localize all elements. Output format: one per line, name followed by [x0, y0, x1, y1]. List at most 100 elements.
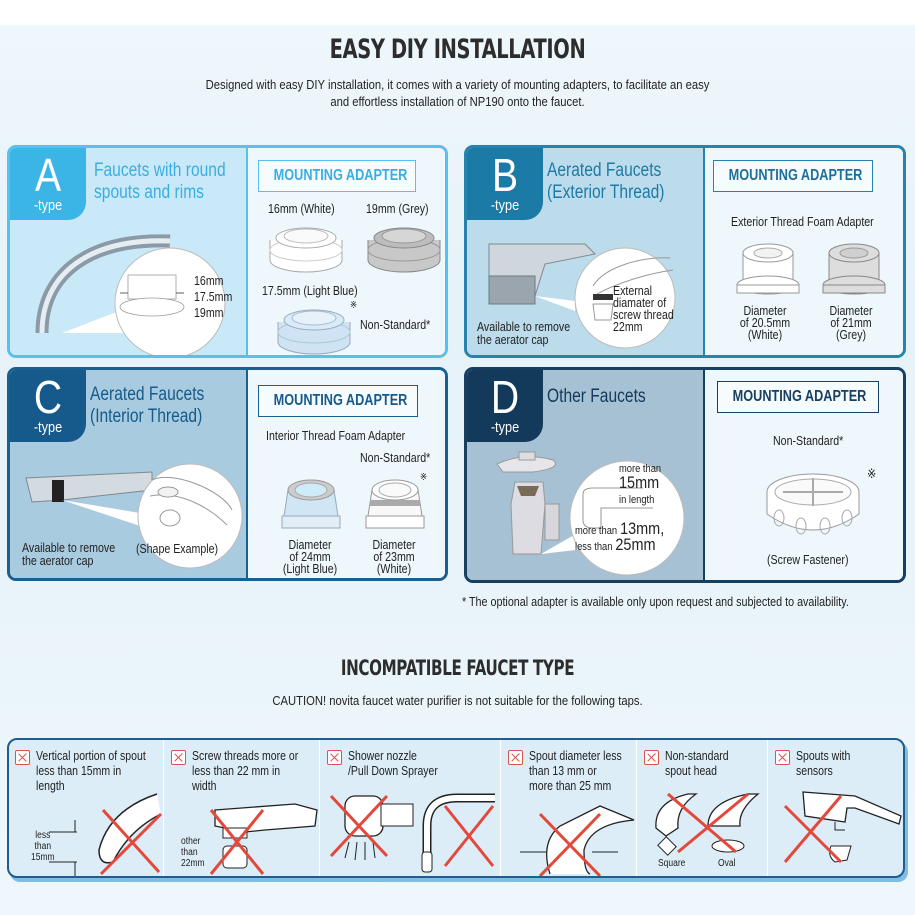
item-description: Spouts with sensors — [796, 749, 850, 779]
panel-d-faucet-area: D -type Other Faucets more than 15mm in … — [467, 370, 703, 580]
annot-line: than — [181, 847, 198, 858]
label-line: Diameter — [829, 304, 873, 318]
adapter-20-5mm-label: Diameter of 20.5mm (White) — [731, 305, 799, 342]
size-17-5mm: 17.5mm — [194, 290, 233, 304]
x-box-icon — [644, 750, 659, 765]
incompatible-item-thread-width: Screw threads more or less than 22 mm in… — [165, 740, 320, 876]
diameter-range-line-2: less than 25mm — [575, 536, 656, 554]
desc-line: than 13 mm or — [529, 764, 597, 778]
label-line: (Light Blue) — [282, 562, 338, 576]
x-box-icon — [327, 750, 342, 765]
installation-description: Designed with easy DIY installation, it … — [0, 77, 915, 111]
panel-c-adapter-area: MOUNTING ADAPTER Interior Thread Foam Ad… — [246, 370, 445, 578]
incompatible-item-shower-nozzle: Shower nozzle /Pull Down Sprayer — [321, 740, 501, 876]
diameter-prefix: less than — [575, 541, 613, 553]
incompatible-title: INCOMPATIBLE FAUCET TYPE — [340, 656, 575, 680]
interior-adapter-white-icon — [365, 479, 425, 529]
adapter-grey-ring-icon — [367, 227, 441, 273]
adapter-16mm-white-label: 16mm (White) — [268, 202, 335, 216]
x-box-icon — [775, 750, 790, 765]
panel-title: Aerated Faucets (Exterior Thread) — [547, 160, 664, 204]
panel-title: Aerated Faucets (Interior Thread) — [90, 384, 204, 428]
label-line: (White) — [747, 328, 783, 342]
exterior-thread-faucet-illustration — [488, 243, 676, 349]
diameter-value: 13mm, — [620, 519, 665, 538]
short-spout-illustration — [98, 793, 163, 876]
panel-b-faucet-area: B -type Aerated Faucets (Exterior Thread… — [467, 148, 703, 355]
desc-line: less than 15mm in — [36, 764, 122, 778]
label-line: Diameter — [288, 538, 332, 552]
installation-title: EASY DIY INSTALLATION — [329, 34, 586, 65]
label-line: (Grey) — [835, 328, 867, 342]
interior-thread-faucet-illustration — [25, 463, 243, 569]
sensor-spout-illustration — [783, 791, 902, 864]
desc-line: Vertical portion of spout — [36, 749, 146, 763]
annotation-other-than-22mm: other than 22mm — [181, 836, 205, 869]
nonstandard-note: Non-Standard* — [360, 318, 431, 332]
panel-title: Faucets with round spouts and rims — [94, 160, 226, 204]
adapter-light-blue-ring-icon — [277, 309, 351, 355]
annotation-oval: Oval — [718, 858, 736, 869]
panel-d-adapter-area: MOUNTING ADAPTER Non-Standard* ※ (Screw … — [703, 370, 903, 580]
annotation-less-than-15mm: less than 15mm — [31, 830, 55, 863]
mounting-adapter-heading: MOUNTING ADAPTER — [258, 385, 418, 417]
label-line: (White) — [376, 562, 412, 576]
adapter-white-ring-icon — [269, 227, 343, 273]
panel-c-faucet-area: C -type Aerated Faucets (Interior Thread… — [10, 370, 246, 578]
note-line: the aerator cap — [477, 333, 549, 347]
x-box-icon — [171, 750, 186, 765]
desc-line: Screw threads more or — [192, 749, 299, 763]
desc-line: Shower nozzle — [348, 749, 417, 763]
x-box-icon — [15, 750, 30, 765]
desc-line: less than 22 mm in — [192, 764, 281, 778]
label-line: of 21mm — [830, 316, 872, 330]
nonstandard-mark: ※ — [420, 472, 428, 483]
type-badge-d: D -type — [467, 370, 543, 442]
label-line: of 20.5mm — [739, 316, 791, 330]
dimension-arrows — [49, 820, 77, 876]
mounting-adapter-heading: MOUNTING ADAPTER — [258, 160, 416, 192]
nonstandard-note: Non-Standard* — [360, 451, 431, 465]
type-badge-b: B -type — [467, 148, 543, 220]
label-line: of 24mm — [289, 550, 331, 564]
title-line-1: Aerated Faucets — [547, 160, 662, 181]
round-spout-illustration — [35, 234, 226, 355]
mounting-adapter-heading: MOUNTING ADAPTER — [713, 160, 873, 192]
adapter-17-5mm-light-blue-label: 17.5mm (Light Blue) — [262, 284, 358, 298]
adapter-21mm-label: Diameter of 21mm (Grey) — [817, 304, 885, 342]
length-value: 15mm — [619, 473, 660, 492]
size-16mm: 16mm — [194, 274, 224, 288]
shape-example-label: (Shape Example) — [136, 542, 219, 556]
type-letter: D — [490, 371, 520, 423]
title-line-1: Faucets with round — [94, 160, 226, 181]
shower-nozzle-illustration — [329, 793, 495, 873]
panel-title: Other Faucets — [547, 386, 646, 408]
callout-thread-diameter: External diamater of screw thread 22mm — [613, 285, 674, 334]
type-suffix: -type — [490, 419, 520, 436]
incompatible-item-short-vertical: Vertical portion of spout less than 15mm… — [9, 740, 164, 876]
type-letter: A — [34, 149, 62, 201]
thread-width-illustration — [209, 803, 318, 875]
item-description: Shower nozzle /Pull Down Sprayer — [348, 749, 438, 779]
diameter-prefix: more than — [575, 525, 618, 537]
type-badge-c: C -type — [10, 370, 86, 442]
interior-adapter-light-blue-icon — [281, 479, 341, 529]
title-line-1: Aerated Faucets — [90, 384, 205, 405]
mounting-adapter-heading: MOUNTING ADAPTER — [717, 381, 879, 413]
screw-fastener-adapter-icon — [766, 473, 860, 535]
adapter-19mm-grey-label: 19mm (Grey) — [366, 202, 429, 216]
panel-b-type: B -type Aerated Faucets (Exterior Thread… — [464, 145, 906, 358]
x-box-icon — [508, 750, 523, 765]
callout-line: diamater of — [613, 296, 667, 310]
incompatible-item-sensor-spout: Spouts with sensors — [769, 740, 903, 876]
other-faucet-illustration — [496, 451, 685, 576]
type-suffix: -type — [33, 419, 63, 436]
nonstandard-mark: ※ — [350, 300, 358, 311]
length-prefix: more than — [619, 463, 662, 475]
size-19mm: 19mm — [194, 306, 224, 320]
desc-line: more than 25 mm — [529, 779, 612, 793]
desc-line: Spout diameter less — [529, 749, 622, 763]
adapter-subtitle: Exterior Thread Foam Adapter — [731, 215, 874, 229]
item-description: Screw threads more or less than 22 mm in… — [192, 749, 298, 794]
desc-line: /Pull Down Sprayer — [348, 764, 438, 778]
